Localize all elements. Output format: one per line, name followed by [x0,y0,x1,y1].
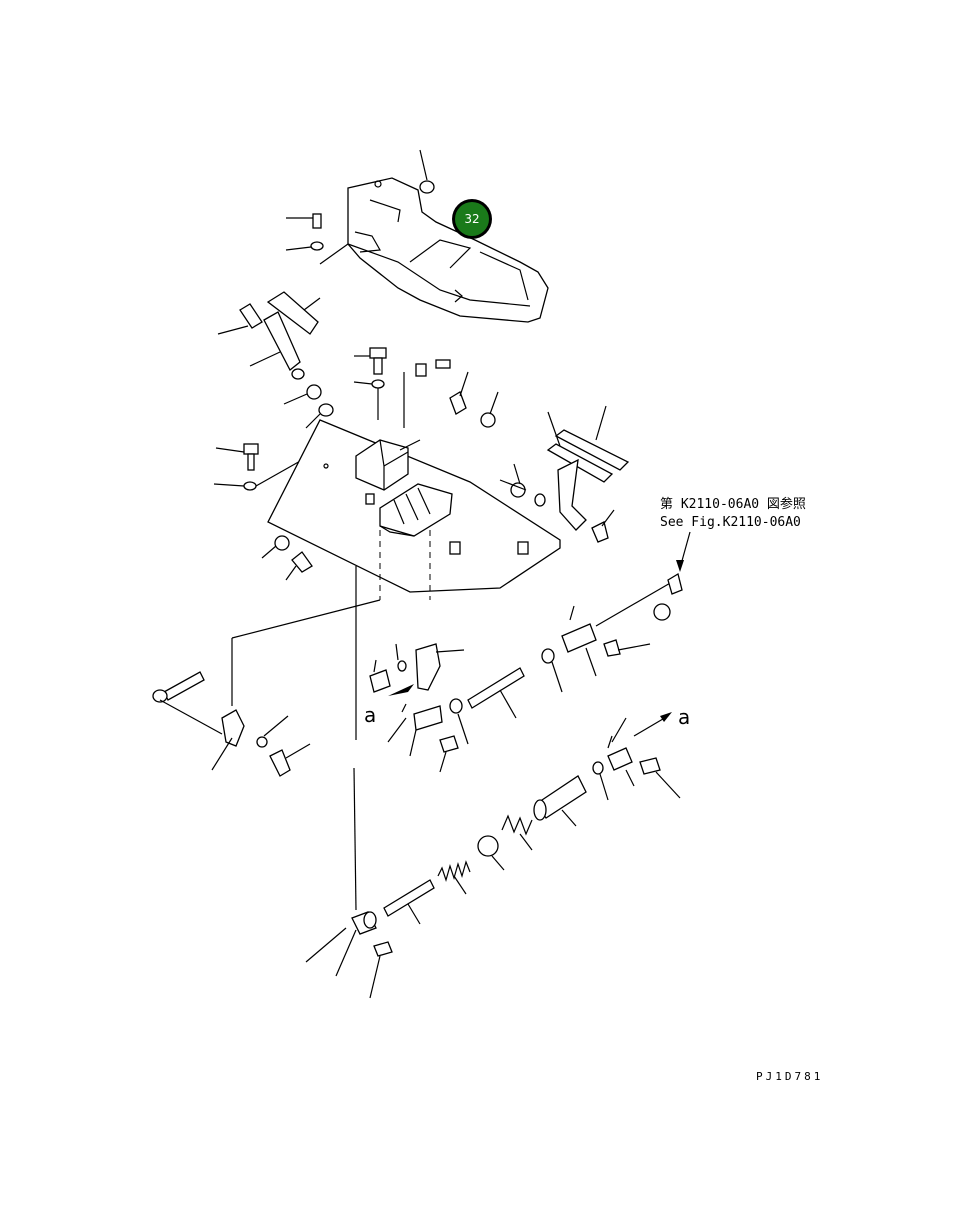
view-marker-a-right: a [678,705,690,729]
bolts-center [353,347,451,428]
grease-fitting-upper [449,371,499,428]
reference-note-jp: 第 K2110-06A0 図参照 [660,496,806,512]
vertical-rod [231,566,381,911]
dashed-guides [379,530,431,600]
drawing-code: PJ1D781 [756,1070,823,1083]
reference-note-en: See Fig.K2110-06A0 [660,515,801,530]
bushing-left [261,535,313,581]
callout-32[interactable]: 32 [452,199,492,239]
linkage-lower-right: a [592,705,690,801]
rod-upper [467,667,525,719]
arm-center: a [364,643,465,727]
block-center [387,698,469,773]
bracket-part [347,177,549,323]
callout-32-fill [455,202,489,236]
callout-32-label: 32 [464,212,479,226]
washers-left [283,384,334,429]
pedal-right [499,405,630,543]
reference-note: 第 K2110-06A0 図参照 See Fig.K2110-06A0 [660,496,806,572]
bolt-top-left [285,213,349,265]
view-marker-a-left: a [364,703,376,727]
pedal-block-right [379,483,453,537]
linkage-upper-right [541,572,683,693]
bolt-left [213,443,303,491]
spring-assembly [305,775,587,999]
rod-end-left [152,671,311,777]
lever-upper-left [217,291,321,380]
nut-top [419,149,435,194]
pedal-block-left [355,439,421,491]
